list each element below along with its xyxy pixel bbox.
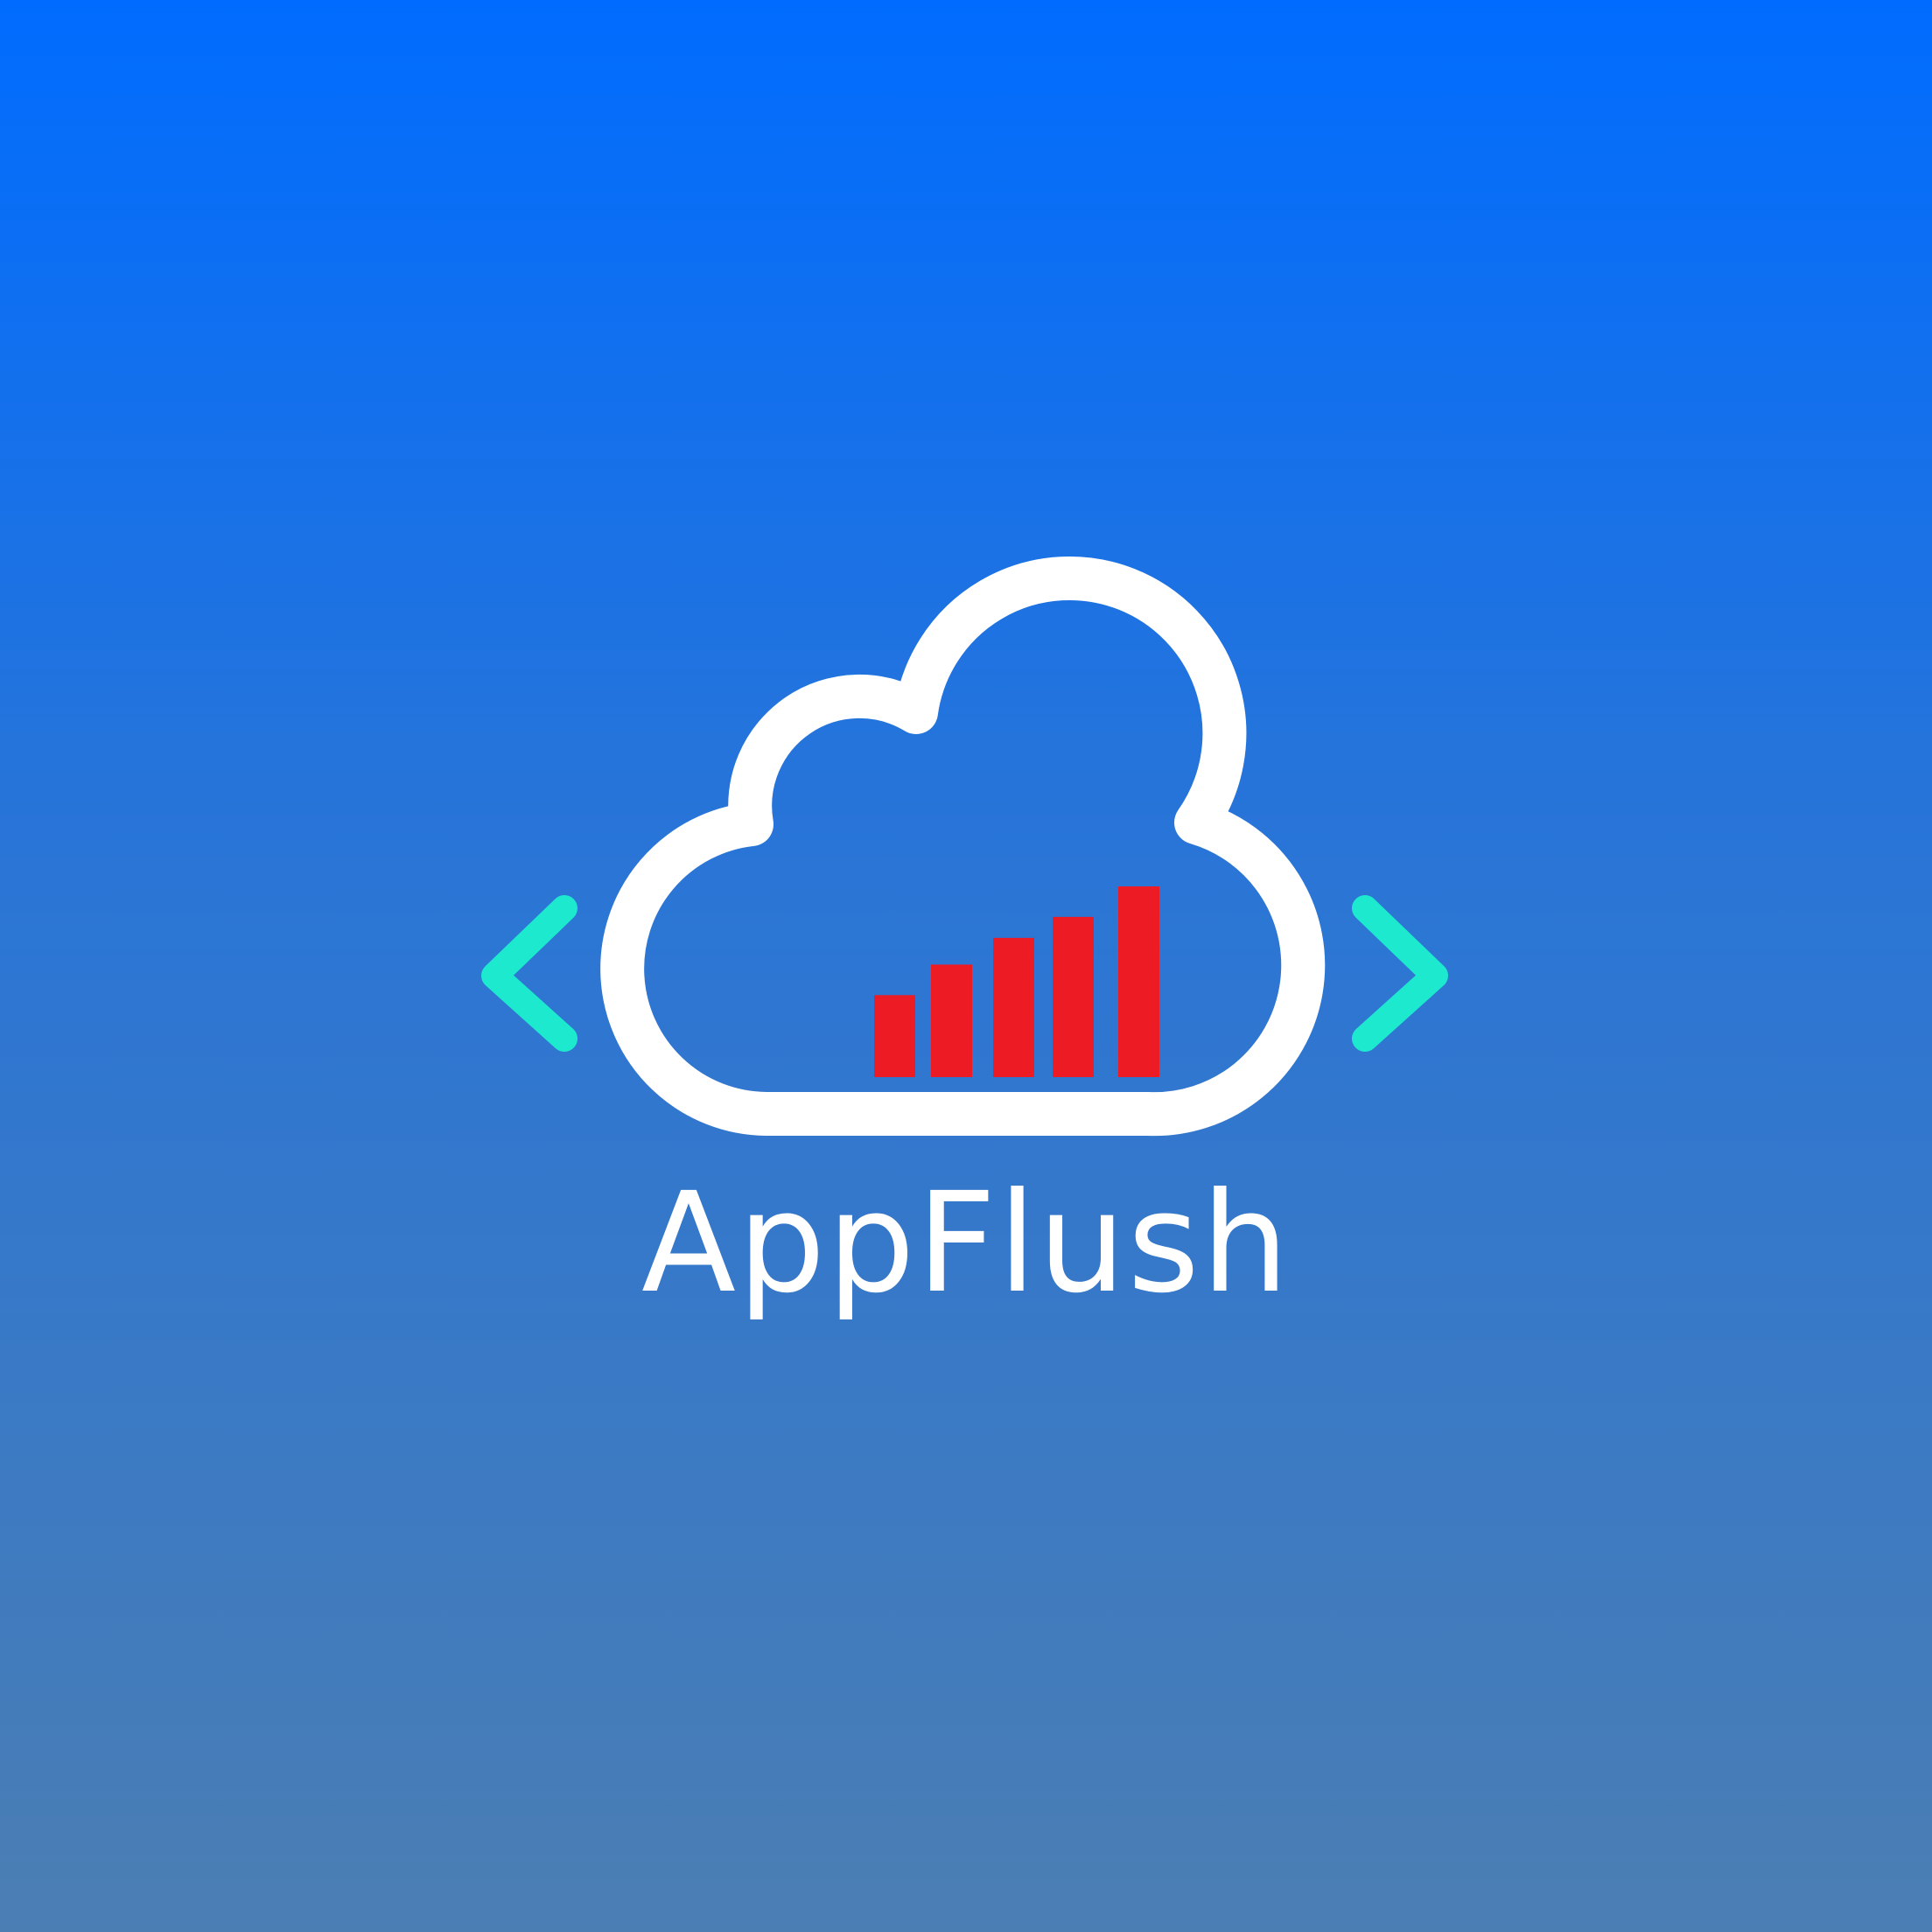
cloud-icon [600,556,1326,1137]
bar-5 [1118,886,1159,1077]
bar-chart-icon [874,886,1159,1077]
app-name: AppFlush [640,1163,1292,1324]
bar-2 [931,964,972,1077]
left-angle-bracket-icon [481,895,578,1052]
bar-1 [874,995,915,1077]
bar-4 [1053,916,1094,1077]
bar-3 [993,937,1034,1077]
right-angle-bracket-icon [1352,895,1448,1052]
